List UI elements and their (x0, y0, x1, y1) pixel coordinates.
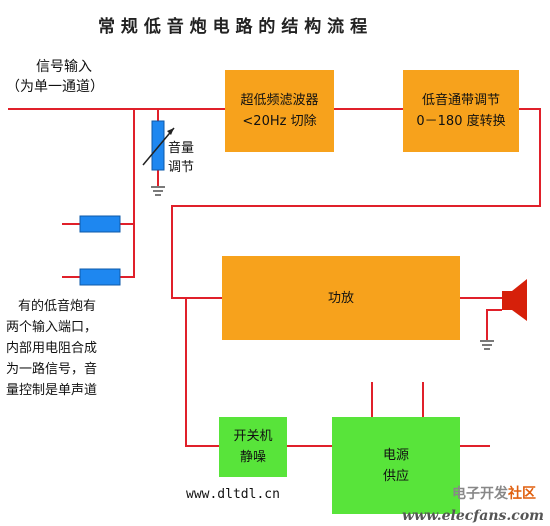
amplifier-block: 功放 (222, 256, 460, 340)
speaker-icon (502, 279, 527, 321)
signal-input-sublabel: （为单一通道） (6, 79, 104, 95)
watermark-part2: 社区 (508, 486, 536, 502)
subwoofer-filter-block: 超低频滤波器 <20Hz 切除 (225, 70, 334, 152)
watermark-part1: 电子开发 (452, 486, 508, 502)
diagram-title: 常 规 低 音 炮 电 路 的 结 构 流 程 (98, 17, 368, 37)
amplifier-label: 功放 (327, 290, 354, 306)
subwoofer-filter-label: 超低频滤波器 <20Hz 切除 (240, 93, 319, 129)
power-supply-block: 电源 供应 (332, 417, 460, 514)
note-line-1: 有的低音炮有 (18, 299, 97, 314)
input-port-1 (79, 215, 121, 233)
volume-label-2: 调节 (168, 160, 195, 175)
note-line-2: 两个输入端口， (6, 320, 98, 335)
website-text: www.dltdl.cn (186, 487, 280, 502)
watermark-url: www.elecfans.com (402, 508, 544, 524)
lowpass-adjust-block: 低音通带调节 0－180 度转换 (403, 70, 519, 152)
note-line-3: 内部用电阻合成 (6, 341, 98, 356)
note-line-5: 量控制是单声道 (6, 383, 98, 398)
mute-block: 开关机 静噪 (219, 417, 287, 477)
volume-label-1: 音量 (168, 141, 195, 156)
volume-potentiometer (151, 120, 165, 171)
lowpass-adjust-label: 低音通带调节 0－180 度转换 (416, 93, 506, 129)
mute-label: 开关机 静噪 (233, 429, 273, 465)
power-supply-label: 电源 供应 (382, 447, 409, 484)
signal-input-label: 信号输入 (36, 59, 92, 75)
input-port-2 (79, 268, 121, 286)
note-line-4: 为一路信号，音 (6, 362, 98, 377)
watermark-text: 电子开发社区 (452, 483, 536, 503)
